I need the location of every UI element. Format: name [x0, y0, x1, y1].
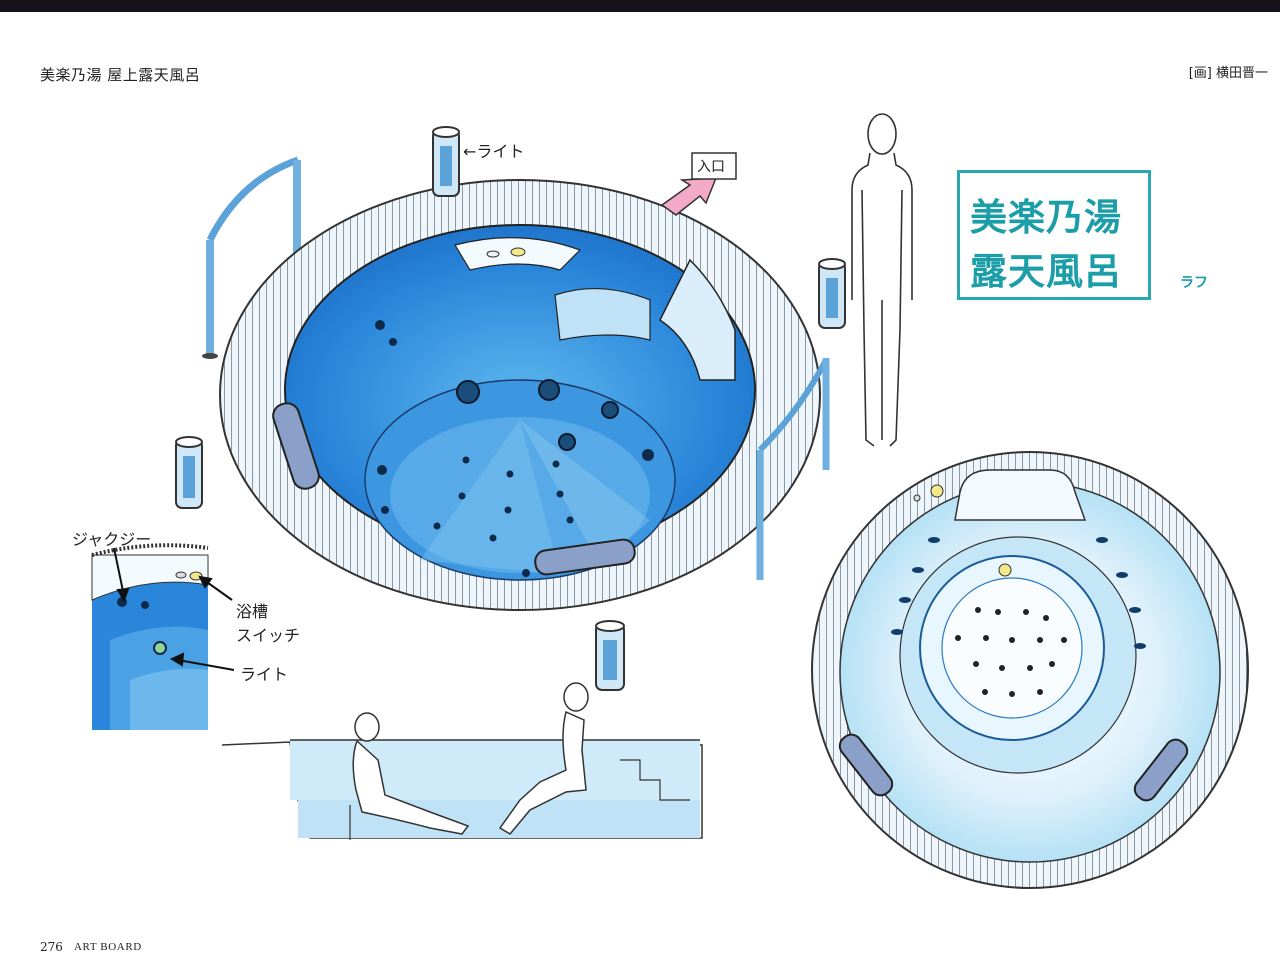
name-sign: 美楽乃湯 露天風呂 — [957, 170, 1151, 300]
page-title: 美楽乃湯 屋上露天風呂 — [40, 66, 201, 84]
top-border — [0, 0, 1280, 12]
jacuzzi-label: ジャクジー — [72, 530, 152, 549]
page-number: 276 — [40, 940, 63, 954]
switch-label-line1: 浴槽 — [236, 602, 269, 621]
sign-line-2: 露天風呂 — [970, 249, 1122, 293]
tub-top-view — [811, 451, 1249, 889]
entrance-arrow-icon — [660, 177, 718, 216]
scale-figure — [851, 113, 913, 447]
light-label-inset: ライト — [240, 665, 289, 684]
light-label-top: ←ライト — [463, 142, 525, 161]
entrance-label: 入口 — [697, 159, 725, 175]
rough-note: ラフ — [1180, 275, 1208, 291]
cross-section — [221, 682, 703, 840]
magazine-name: ART BOARD — [74, 941, 142, 953]
sign-line-1: 美楽乃湯 — [970, 195, 1122, 239]
lamp-posts — [175, 126, 846, 691]
inset-arrows — [113, 547, 235, 671]
inset-closeup — [91, 543, 209, 730]
main-tub-perspective — [202, 156, 830, 611]
switch-label-line2: スイッチ — [236, 626, 301, 645]
entrance-sign-frame — [691, 152, 737, 180]
artist-credit: [画] 横田晋一 — [1188, 66, 1268, 81]
